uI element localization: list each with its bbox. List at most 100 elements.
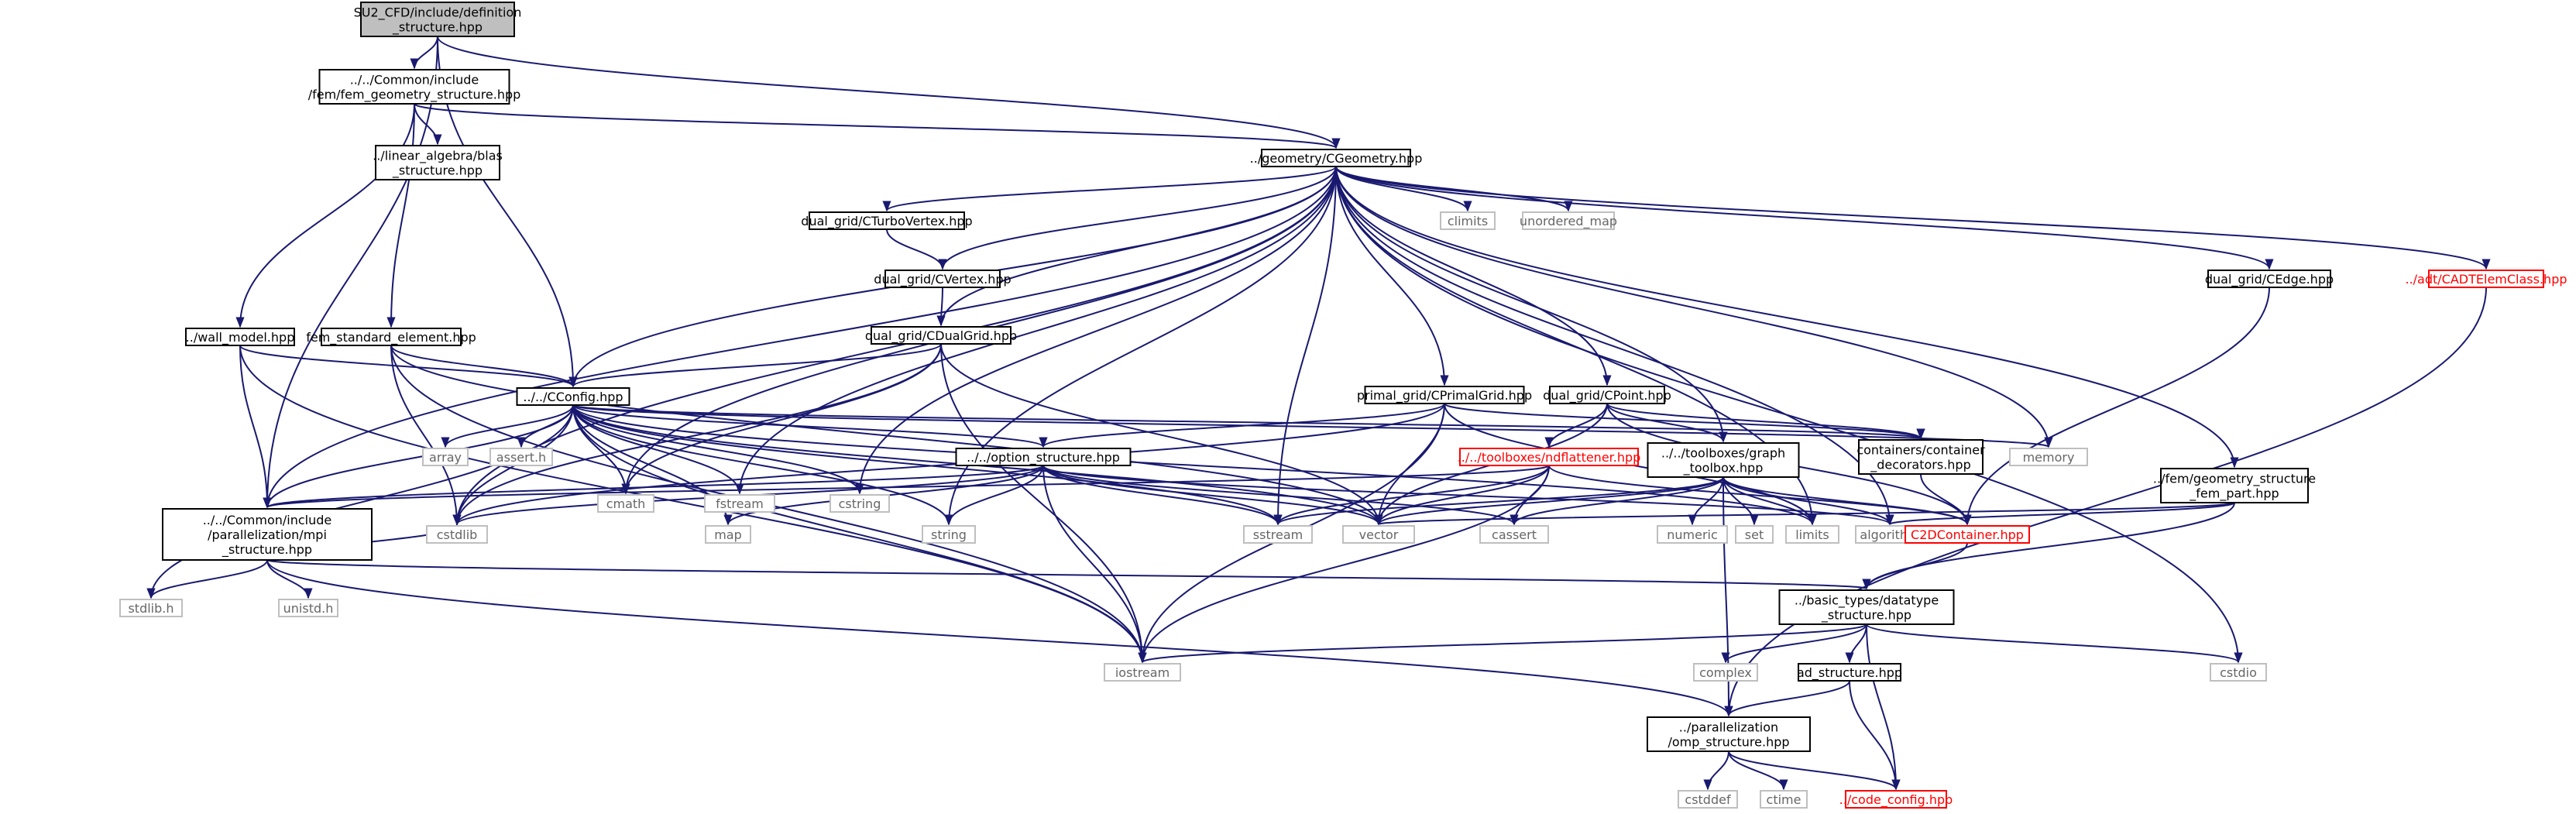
node-fem_part[interactable]: ../fem/geometry_structure_fem_part.hpp bbox=[2153, 468, 2316, 503]
node-box-omp bbox=[1647, 716, 1811, 752]
node-fem_std[interactable]: fem_standard_element.hpp bbox=[306, 328, 476, 346]
edge-option-to-mpi bbox=[263, 465, 1044, 509]
edge-option-to-iostream bbox=[1042, 465, 1147, 664]
edge-line-108 bbox=[1862, 542, 1968, 590]
node-blas[interactable]: ../linear_algebra/blas_structure.hpp bbox=[373, 145, 503, 180]
node-label-fstream-0: fstream bbox=[716, 496, 764, 511]
node-code_config[interactable]: ../code_config.hpp bbox=[1839, 790, 1953, 809]
edge-cgeom-to-fstream bbox=[735, 166, 1337, 495]
edge-datatype-to-code_config bbox=[1866, 623, 1901, 791]
node-label-blas-0: ../linear_algebra/blas bbox=[373, 149, 503, 164]
edge-line-39 bbox=[239, 345, 272, 509]
node-label-cpoint-0: dual_grid/CPoint.hpp bbox=[1543, 388, 1671, 404]
node-label-array-0: array bbox=[429, 450, 462, 465]
node-box-cstdio bbox=[2210, 663, 2267, 682]
node-ndflattener[interactable]: ../../toolboxes/ndflattener.hpp bbox=[1458, 448, 1641, 466]
node-box-mpi bbox=[162, 508, 373, 561]
node-fstream: fstream bbox=[704, 494, 775, 513]
edge-primal-to-option bbox=[1039, 403, 1445, 448]
edge-line-105 bbox=[266, 559, 1870, 590]
node-ad[interactable]: ad_structure.hpp bbox=[1797, 663, 1902, 682]
edge-cgeom-to-cadt bbox=[1335, 166, 2491, 270]
node-label-cmath-0: cmath bbox=[606, 496, 646, 511]
node-label-code_config-0: ../code_config.hpp bbox=[1839, 792, 1953, 808]
node-box-cmath bbox=[597, 494, 654, 513]
node-climits: climits bbox=[1440, 211, 1496, 230]
node-box-datatype bbox=[1778, 589, 1955, 625]
node-datatype[interactable]: ../basic_types/datatype_structure.hpp bbox=[1778, 589, 1955, 625]
node-cpoint[interactable]: dual_grid/CPoint.hpp bbox=[1543, 386, 1671, 404]
edge-graph-to-numeric bbox=[1688, 476, 1724, 526]
node-cdualgrid[interactable]: dual_grid/CDualGrid.hpp bbox=[865, 326, 1017, 345]
edge-line-9 bbox=[938, 166, 1337, 270]
edge-line-26 bbox=[1335, 166, 1728, 443]
edge-cconfig-to-option bbox=[572, 404, 1048, 448]
edge-line-104 bbox=[266, 559, 313, 599]
edge-line-91 bbox=[1722, 476, 1817, 526]
edge-cgeom-to-cvertex bbox=[938, 166, 1337, 270]
node-label-cvertex-0: dual_grid/CVertex.hpp bbox=[874, 272, 1011, 287]
node-box-unistdh bbox=[278, 599, 338, 617]
edge-cgeom-to-cpoint bbox=[1335, 166, 1612, 386]
edge-line-1 bbox=[437, 36, 1341, 149]
edge-wall_model-to-mpi bbox=[239, 345, 272, 509]
edge-graph-to-c2d bbox=[1722, 476, 1972, 526]
node-cadt[interactable]: ../adt/CADTElemClass.hpp bbox=[2405, 270, 2567, 288]
edge-line-7 bbox=[386, 103, 415, 328]
node-primal[interactable]: primal_grid/CPrimalGrid.hpp bbox=[1357, 386, 1532, 404]
edge-cgeom-to-cedge bbox=[1335, 166, 2274, 270]
node-omp[interactable]: ../parallelization/omp_structure.hpp bbox=[1647, 716, 1811, 752]
node-graph[interactable]: ../../toolboxes/graph_toolbox.hpp bbox=[1647, 442, 1800, 478]
edge-cdualgrid-to-cconfig bbox=[568, 343, 942, 388]
node-cgeom[interactable]: ../geometry/CGeometry.hpp bbox=[1250, 149, 1423, 167]
node-option[interactable]: ../../option_structure.hpp bbox=[955, 448, 1132, 466]
edge-option-to-string bbox=[944, 465, 1044, 526]
node-box-numeric bbox=[1657, 525, 1728, 544]
node-wall_model[interactable]: ../wall_model.hpp bbox=[185, 328, 295, 346]
node-box-graph bbox=[1647, 442, 1800, 478]
node-box-array bbox=[422, 448, 469, 466]
node-label-fem_geom-1: /fem/fem_geometry_structure.hpp bbox=[308, 88, 521, 103]
node-box-containers bbox=[1858, 439, 1984, 475]
edge-graph-to-vector bbox=[1374, 476, 1724, 526]
node-cvertex[interactable]: dual_grid/CVertex.hpp bbox=[874, 270, 1012, 288]
node-c2d[interactable]: C2DContainer.hpp bbox=[1905, 525, 2030, 544]
edge-line-50 bbox=[572, 404, 864, 495]
node-box-iostream bbox=[1104, 663, 1181, 682]
node-fem_geom[interactable]: ../../Common/include/fem/fem_geometry_st… bbox=[308, 69, 521, 105]
node-label-cgeom-0: ../geometry/CGeometry.hpp bbox=[1250, 151, 1423, 166]
node-mpi[interactable]: ../../Common/include/parallelization/mpi… bbox=[162, 508, 373, 561]
edge-line-94 bbox=[1722, 476, 1972, 526]
node-cedge[interactable]: dual_grid/CEdge.hpp bbox=[2205, 270, 2334, 288]
edge-cconfig-to-iostream bbox=[572, 404, 1147, 664]
node-box-ndflattener bbox=[1459, 448, 1639, 466]
node-label-root-1: _structure.hpp bbox=[392, 20, 483, 36]
edge-fem_geom-to-wall_model bbox=[235, 103, 415, 328]
node-box-wall_model bbox=[185, 328, 295, 346]
node-box-sstream bbox=[1243, 525, 1313, 544]
edge-fem_std-to-cconfig bbox=[390, 345, 578, 388]
node-sstream: sstream bbox=[1243, 525, 1313, 544]
node-label-ad-0: ad_structure.hpp bbox=[1797, 665, 1902, 681]
node-label-mpi-2: _structure.hpp bbox=[222, 542, 312, 558]
edge-line-90 bbox=[1722, 476, 1759, 526]
node-box-c2d bbox=[1905, 525, 2030, 544]
node-label-cstddef-0: cstddef bbox=[1685, 792, 1731, 807]
node-numeric: numeric bbox=[1657, 525, 1728, 544]
node-box-cedge bbox=[2207, 270, 2331, 288]
node-turbovertex[interactable]: dual_grid/CTurboVertex.hpp bbox=[801, 211, 973, 230]
edge-fem_part-to-datatype bbox=[1862, 502, 2235, 590]
node-root[interactable]: SU2_CFD/include/definition_structure.hpp bbox=[354, 2, 522, 37]
edge-mpi-to-datatype bbox=[266, 559, 1870, 590]
node-label-map-0: map bbox=[714, 527, 742, 542]
node-containers[interactable]: containers/container_decorators.hpp bbox=[1856, 439, 1985, 475]
edge-line-31 bbox=[886, 228, 947, 270]
node-label-cstdlib-0: cstdlib bbox=[437, 527, 478, 542]
edge-line-43 bbox=[390, 345, 1383, 526]
node-label-asserth-0: assert.h bbox=[496, 450, 546, 465]
node-cconfig[interactable]: ../../CConfig.hpp bbox=[516, 387, 630, 406]
edge-cconfig-to-sstream bbox=[572, 404, 1283, 526]
edge-line-100 bbox=[1885, 502, 2235, 526]
node-box-cstddef bbox=[1678, 790, 1738, 809]
node-memory: memory bbox=[2009, 448, 2088, 466]
